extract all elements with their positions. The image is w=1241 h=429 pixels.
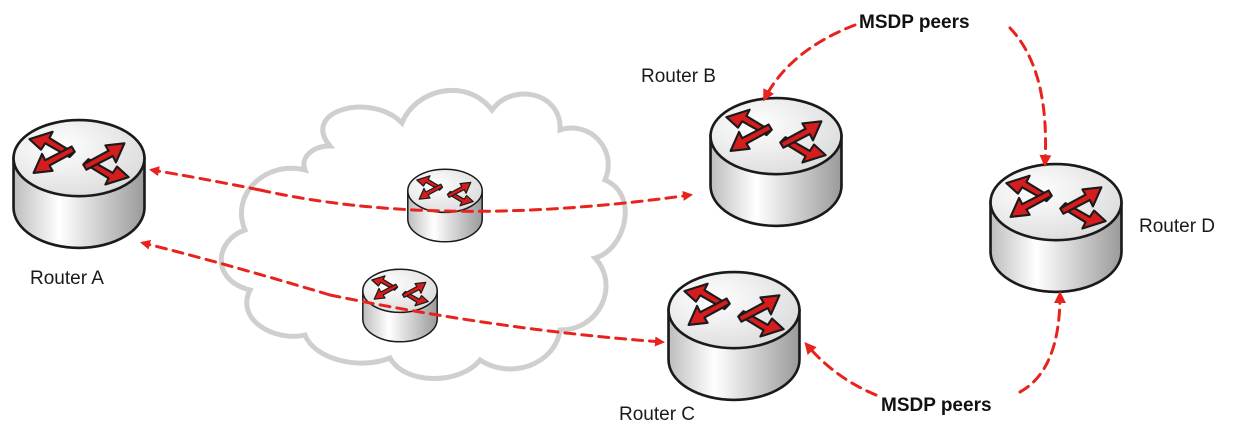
peer-arrow-c-d-lower-right <box>1018 291 1066 394</box>
router-c-icon <box>667 270 801 402</box>
peer-arrow-a-b <box>258 188 693 213</box>
router-b-icon <box>709 96 843 228</box>
peer-arrow-b-d-upper-left <box>763 23 857 102</box>
peer-arrow-a-c <box>328 293 665 347</box>
msdp-peers-bottom-label: MSDP peers <box>881 395 992 416</box>
cloud-router-upper-icon <box>407 168 483 243</box>
router-d-icon <box>989 162 1123 294</box>
msdp-peers-top-label: MSDP peers <box>859 12 970 33</box>
router-b-label: Router B <box>641 66 716 87</box>
peer-arrow-b-d-upper-right <box>1008 26 1052 167</box>
router-a-icon <box>12 118 146 250</box>
router-c-label: Router C <box>619 404 696 425</box>
router-a-label: Router A <box>30 268 104 289</box>
router-d-label: Router D <box>1139 216 1216 237</box>
cloud-router-lower-icon <box>362 268 438 343</box>
peer-arrow-c-d-lower-left <box>804 341 878 397</box>
